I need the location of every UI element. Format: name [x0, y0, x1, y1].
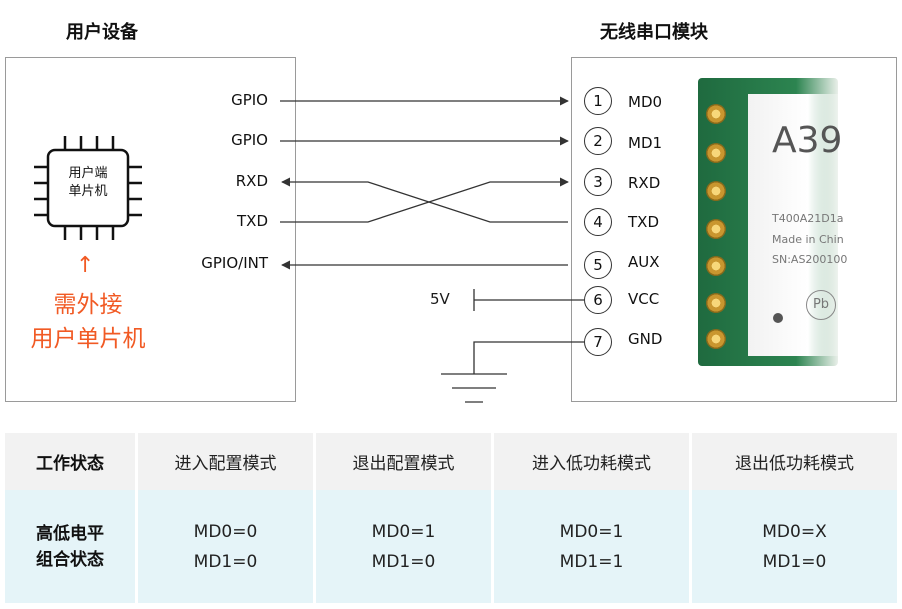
table-header-state: 工作状态: [5, 433, 135, 490]
table-header-exit-lowpower: 退出低功耗模式: [692, 433, 897, 490]
pad-icon: [706, 219, 726, 239]
md0-value: MD0=0: [193, 521, 258, 542]
module-pin-number: 1: [584, 87, 612, 115]
table-cell-enter-config: MD0=0 MD1=0: [138, 490, 313, 603]
table-header-exit-config: 退出配置模式: [316, 433, 491, 490]
user-pin-rxd: RXD: [235, 172, 268, 190]
module-pin-rxd: RXD: [628, 174, 661, 192]
table-cell-exit-config: MD0=1 MD1=0: [316, 490, 491, 603]
module-pin-aux: AUX: [628, 253, 660, 271]
user-pin-gpio-2: GPIO: [231, 131, 268, 149]
module-pin-gnd: GND: [628, 330, 663, 348]
pb-mark: Pb: [812, 297, 830, 312]
mcu-label-line1: 用户端: [68, 166, 108, 181]
mcu-label-line2: 单片机: [68, 184, 108, 199]
module-pin-number: 3: [584, 168, 612, 196]
user-device-box: [5, 57, 296, 402]
md0-value: MD0=1: [371, 521, 436, 542]
module-pin-number: 6: [584, 286, 612, 314]
md1-value: MD1=1: [559, 551, 624, 572]
user-device-title: 用户设备: [66, 22, 138, 43]
note-line1: 需外接: [53, 292, 123, 318]
pb-free-icon: Pb: [806, 290, 836, 320]
module-pin-number: 7: [584, 328, 612, 356]
module-led-dot: [773, 313, 783, 323]
power-label: 5V: [430, 290, 450, 308]
module-pin-number: 4: [584, 208, 612, 236]
table-header-enter-lowpower: 进入低功耗模式: [494, 433, 689, 490]
mcu-label: 用户端 单片机: [48, 165, 128, 201]
user-pin-gpio-1: GPIO: [231, 91, 268, 109]
md0-value: MD0=X: [762, 521, 827, 542]
note-line2: 用户单片机: [30, 326, 146, 352]
module-pin-number: 5: [584, 251, 612, 279]
module-serial-line3: SN:AS200100: [772, 253, 848, 266]
table-cell-exit-lowpower: MD0=X MD1=0: [692, 490, 897, 603]
module-pin-md1: MD1: [628, 134, 663, 152]
table-cell-enter-lowpower: MD0=1 MD1=1: [494, 490, 689, 603]
table-header-enter-config: 进入配置模式: [138, 433, 313, 490]
mcu-chip-icon: [34, 136, 142, 240]
pad-icon: [706, 293, 726, 313]
module-model: A39: [772, 120, 843, 161]
user-pin-txd: TXD: [237, 212, 268, 230]
row-label-line2: 组合状态: [36, 549, 104, 570]
pad-icon: [706, 143, 726, 163]
module-serial-line2: Made in Chin: [772, 233, 844, 246]
pad-icon: [706, 181, 726, 201]
pad-icon: [706, 329, 726, 349]
md0-value: MD0=1: [559, 521, 624, 542]
md1-value: MD1=0: [193, 551, 258, 572]
md1-value: MD1=0: [371, 551, 436, 572]
user-pin-gpio-int: GPIO/INT: [201, 254, 268, 272]
module-pin-number: 2: [584, 127, 612, 155]
module-title: 无线串口模块: [600, 22, 708, 43]
module-pin-md0: MD0: [628, 93, 663, 111]
wire-rxd-txd: [280, 177, 569, 223]
table-row-label: 高低电平 组合状态: [5, 490, 135, 603]
wire-txd-rxd: [281, 177, 568, 223]
module-serial-line1: T400A21D1a: [772, 212, 844, 225]
row-label-line1: 高低电平: [36, 523, 104, 544]
up-arrow-icon: ↑: [76, 253, 95, 278]
module-pin-txd: TXD: [628, 213, 659, 231]
wire-gnd: [473, 341, 584, 374]
external-mcu-note: 需外接 用户单片机: [8, 288, 168, 356]
pad-icon: [706, 256, 726, 276]
module-pin-vcc: VCC: [628, 290, 660, 308]
pad-icon: [706, 104, 726, 124]
md1-value: MD1=0: [762, 551, 827, 572]
